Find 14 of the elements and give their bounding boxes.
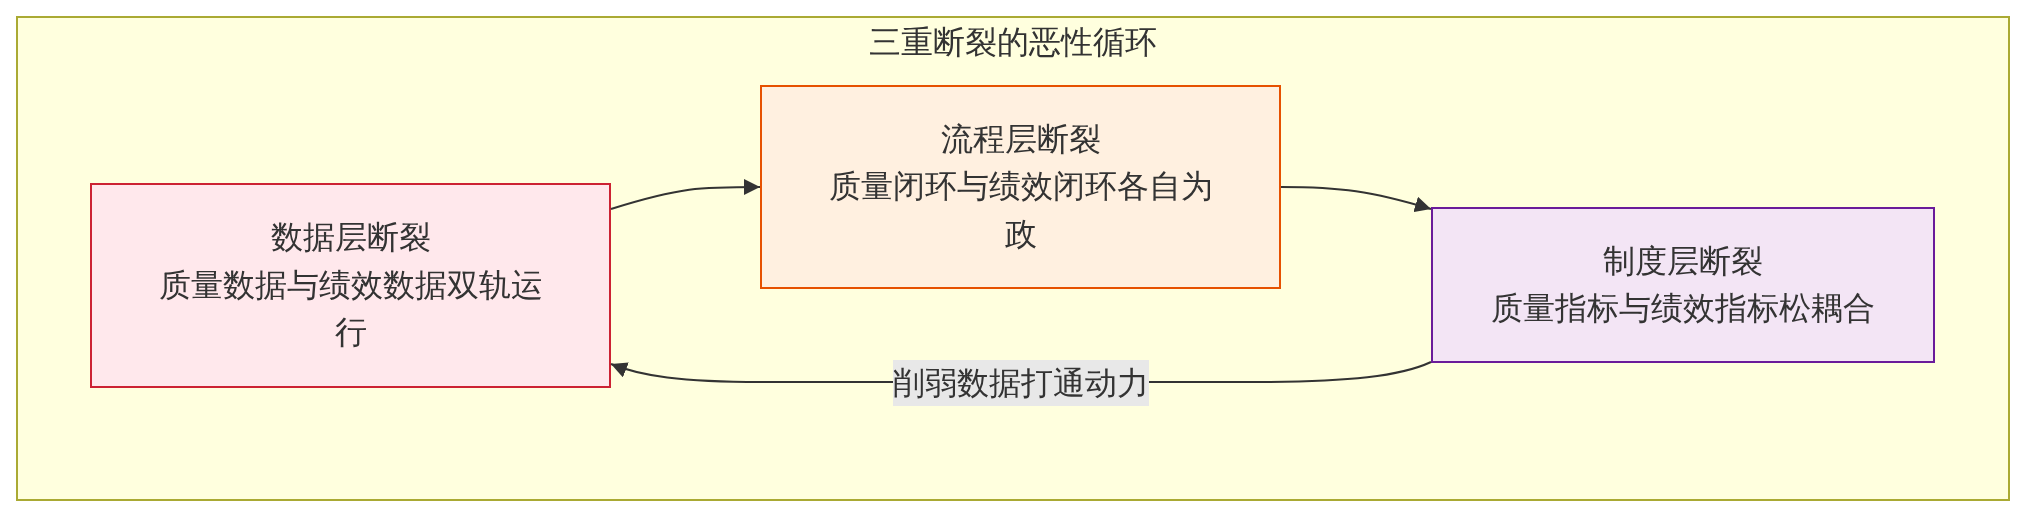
body-text: 质量闭环与绩效闭环各自为政	[827, 167, 1214, 254]
body-text: 质量数据与绩效数据双轨运行	[157, 265, 544, 353]
process-box	[1431, 207, 1935, 363]
edge-label: 削弱数据打通动力	[893, 360, 1149, 406]
heading-text: 数据层断裂	[270, 218, 431, 258]
heading-text: 制度层断裂	[1603, 241, 1763, 281]
heading-text: 流程层断裂	[940, 119, 1101, 159]
group-title: 三重断裂的恶性循环	[868, 22, 1157, 62]
arrow	[610, 179, 761, 210]
arrow	[1280, 186, 1432, 213]
group-box	[15, 15, 2010, 501]
process-box	[90, 183, 611, 388]
body-text: 质量指标与绩效指标松耦合	[1491, 289, 1875, 328]
process-box	[760, 85, 1281, 289]
